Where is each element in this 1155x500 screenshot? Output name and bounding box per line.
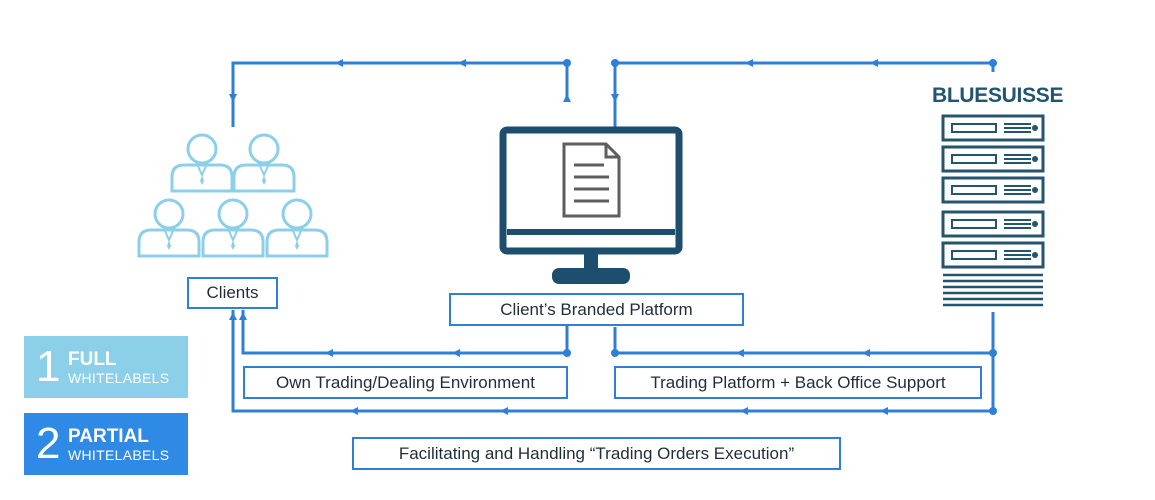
platform-label: Client’s Branded Platform (449, 293, 744, 326)
bluesuisse-logo: BLUESUISSE (932, 84, 1064, 107)
flow-arrows (229, 59, 888, 415)
legend-title: FULL (68, 349, 117, 370)
clients-label: Clients (187, 277, 278, 309)
server-rack-icon (941, 114, 1045, 307)
legend-subtitle: WHITELABELS (68, 447, 170, 463)
legend-title: PARTIAL (68, 426, 149, 447)
support-label: Trading Platform + Back Office Support (614, 366, 982, 399)
clients-group-icon (137, 133, 329, 258)
legend-partial-whitelabels: 2 PARTIAL WHITELABELS (24, 413, 188, 475)
legend-subtitle: WHITELABELS (68, 370, 170, 386)
own-environment-label: Own Trading/Dealing Environment (243, 366, 568, 399)
execution-label: Facilitating and Handling “Trading Order… (352, 437, 841, 470)
legend-number: 1 (36, 342, 61, 391)
legend-full-whitelabels: 1 FULL WHITELABELS (24, 336, 188, 398)
legend-number: 2 (36, 419, 61, 468)
junction-dots (563, 59, 997, 415)
monitor-document-icon (499, 126, 683, 284)
